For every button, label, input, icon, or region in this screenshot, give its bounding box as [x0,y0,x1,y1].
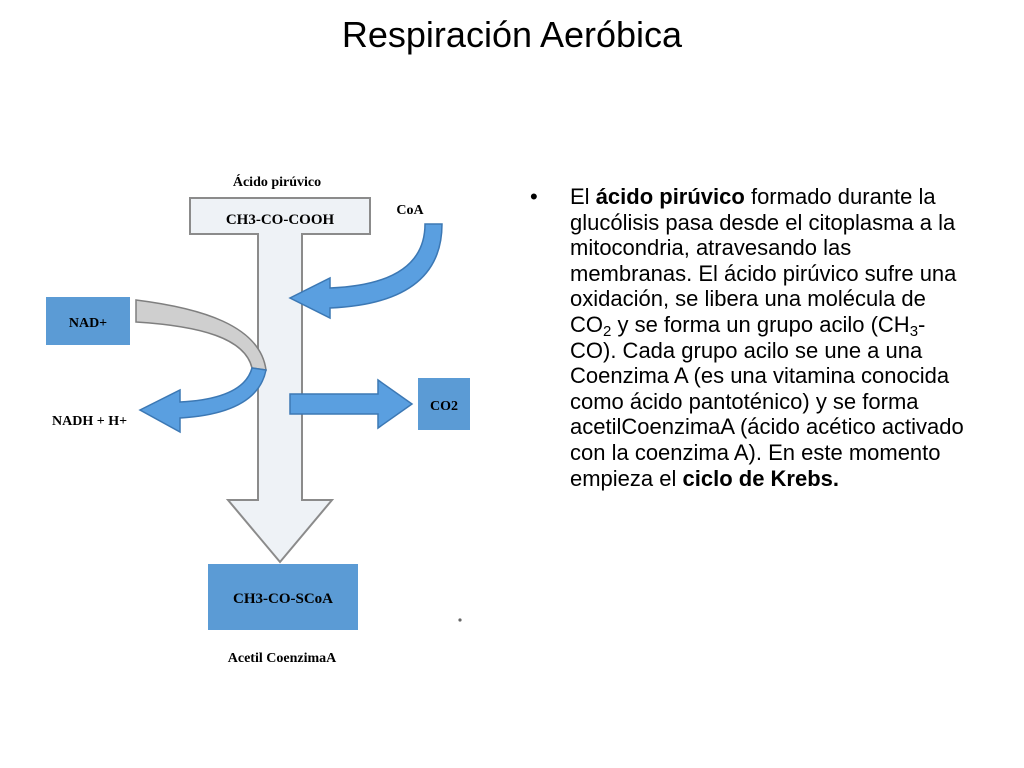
pyruvate-oxidation-diagram: Ácido pirúvico CH3-CO-COOH CoA NAD+ NADH… [46,173,470,666]
top-formula: CH3-CO-COOH [226,212,335,228]
text-p4: -CO). Cada grupo acilo se une a una Coen… [570,311,964,491]
text-p3: y se forma un grupo acilo (CH [611,311,910,337]
explanation-paragraph: El ácido pirúvico formado durante la glu… [570,184,970,491]
main-flow-arrow [189,197,371,564]
co2-label: CO2 [430,399,458,414]
text-bold-pyruvic: ácido pirúvico [595,184,745,209]
nadh-label: NADH + H+ [52,414,127,429]
stray-dot [458,618,462,622]
slide-title: Respiración Aeróbica [341,14,683,55]
nad-box [46,297,130,345]
text-sub-3: 3 [909,322,919,340]
acetyl-coa-box [208,564,358,630]
text-p1: El [570,184,596,209]
nad-to-nadh-band [135,299,267,371]
bottom-formula: CH3-CO-SCoA [233,591,333,607]
explanation-text: • El ácido pirúvico formado durante la g… [530,184,970,491]
text-bold-krebs: ciclo de Krebs. [682,465,840,491]
coa-arrow [288,223,443,320]
top-label: Ácido pirúvico [233,173,321,190]
co2-arrow [289,378,414,430]
co2-box [418,378,470,430]
nadh-arrow [138,367,267,434]
bullet-point: • [530,184,538,209]
nad-label: NAD+ [69,316,107,331]
bottom-label: Acetil CoenzimaA [228,651,337,666]
text-p2: formado durante la glucólisis pasa desde… [570,184,957,337]
text-sub-2: 2 [603,322,612,340]
coa-label: CoA [396,203,424,218]
